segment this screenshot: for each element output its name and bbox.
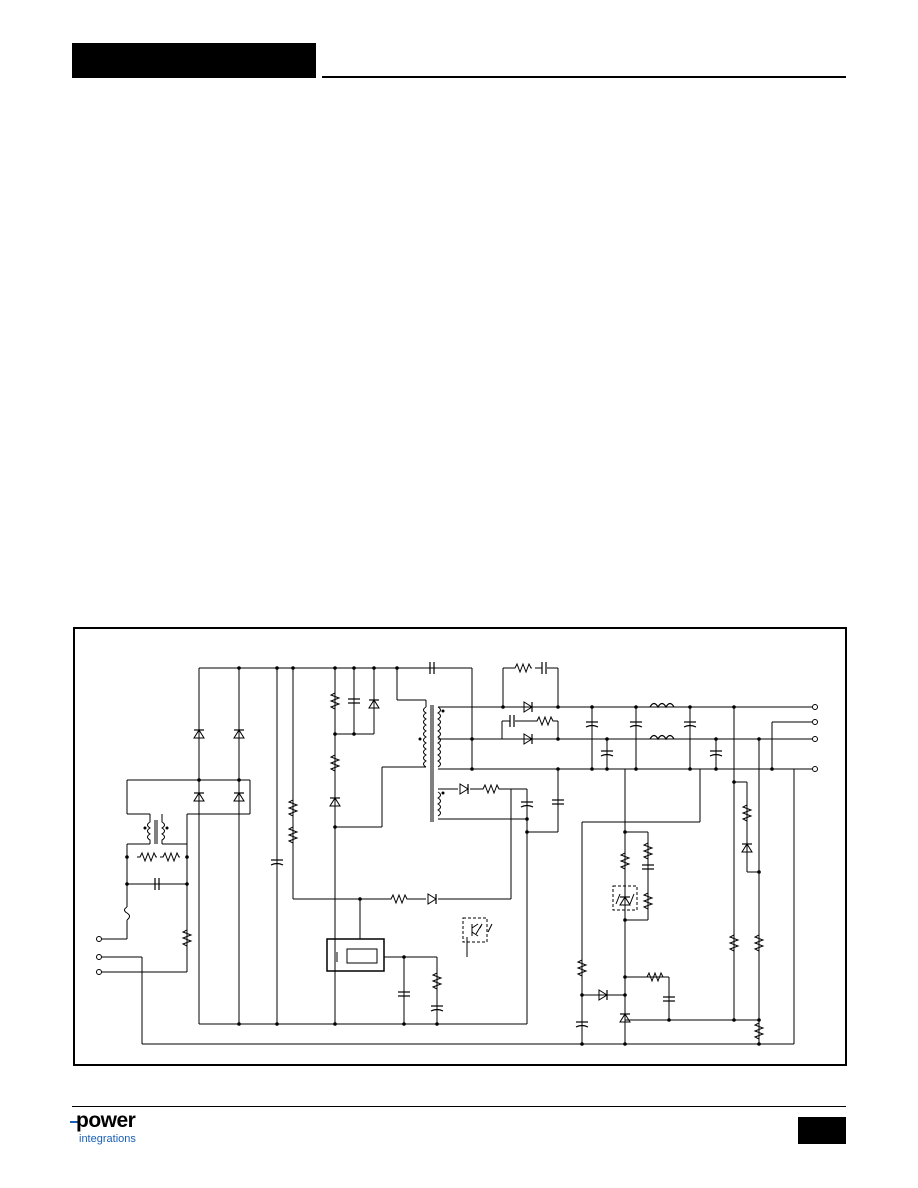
footer-rule	[72, 1106, 846, 1107]
header-rule	[322, 76, 846, 78]
header-title-block	[72, 43, 316, 78]
logo-accent-mark	[70, 1121, 78, 1123]
schematic-figure	[73, 627, 847, 1066]
schematic-diagram	[96, 662, 818, 1046]
power-integrations-logo: power integrations	[70, 1110, 180, 1150]
page-number-block	[798, 1117, 846, 1144]
logo-sub: integrations	[79, 1133, 136, 1145]
logo-word: power	[76, 1109, 136, 1132]
